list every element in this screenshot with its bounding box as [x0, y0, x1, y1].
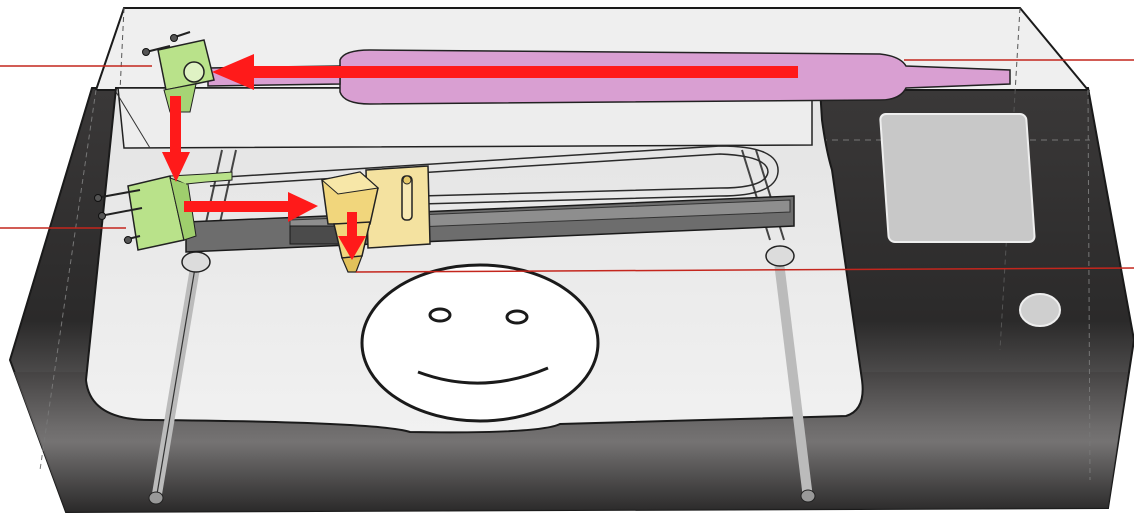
smiley-face-icon [362, 265, 598, 421]
laser-head-icon [366, 166, 430, 248]
smiley-engraving [362, 265, 598, 421]
smiley-eye-icon [507, 311, 527, 323]
power-button-icon [1020, 294, 1060, 326]
panel-screen [880, 114, 1035, 242]
smiley-eye-icon [430, 309, 450, 321]
